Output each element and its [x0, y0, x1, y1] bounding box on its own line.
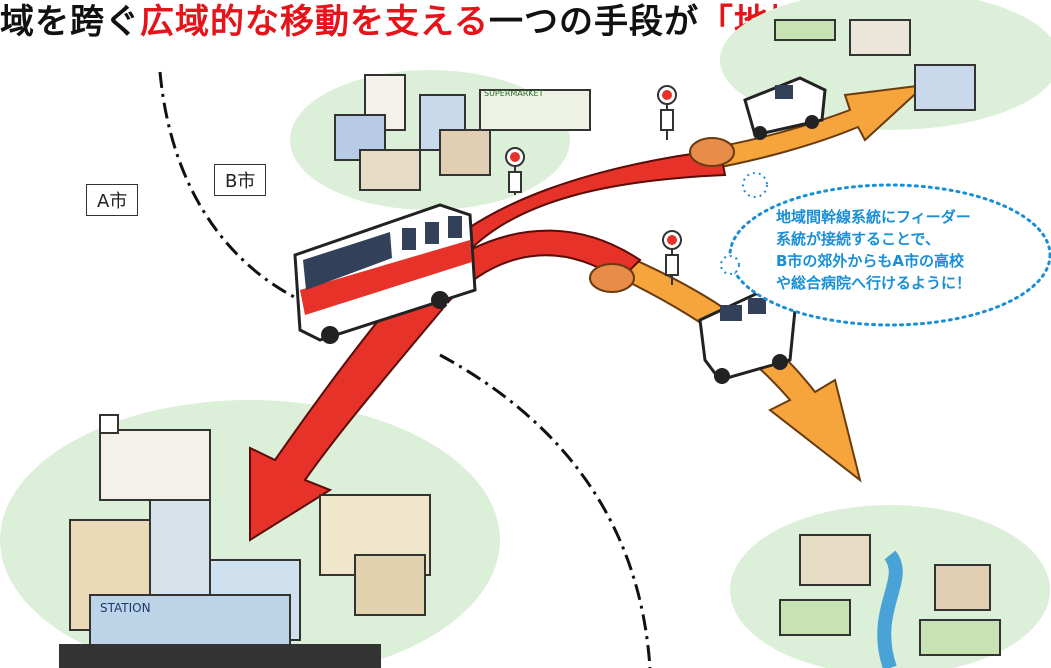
boundary-line-2 [439, 353, 652, 668]
title-part-3: 一つの手段が [488, 2, 699, 42]
callout-line: や総合病院へ行けるように！ [776, 274, 972, 292]
b-center-buildings [334, 74, 591, 191]
feeder-route-bottom [558, 233, 862, 483]
handshake-icon [589, 137, 735, 293]
callout-line: B市の郊外からもA市の高校 [776, 252, 965, 270]
city-a-label: A市 [86, 184, 139, 216]
callout-bubble [728, 183, 1051, 327]
bus-stop-icon [505, 85, 682, 285]
boundary-line-1 [158, 71, 301, 302]
title-part-2: 広域的な移動を支える [140, 2, 489, 42]
suburb-houses [774, 19, 1001, 668]
supermarket-sign: SUPERMARKET [484, 89, 544, 98]
station-sign: STATION [100, 601, 151, 615]
callout-line: 地域間幹線系統にフィーダー [776, 208, 971, 226]
callout-text: 地域間幹線系統にフィーダー 系統が接続することで、 B市の郊外からもA市の高校 … [776, 206, 1036, 294]
callout-line: 系統が接続することで、 [776, 230, 940, 248]
bus-icon [293, 203, 477, 344]
callout-dot [720, 255, 740, 275]
city-a-buildings [59, 414, 431, 668]
title-part-1: 域を跨ぐ [0, 2, 140, 42]
city-b-label: B市 [214, 164, 267, 196]
callout-dot [742, 172, 768, 198]
van-icon [698, 76, 827, 384]
